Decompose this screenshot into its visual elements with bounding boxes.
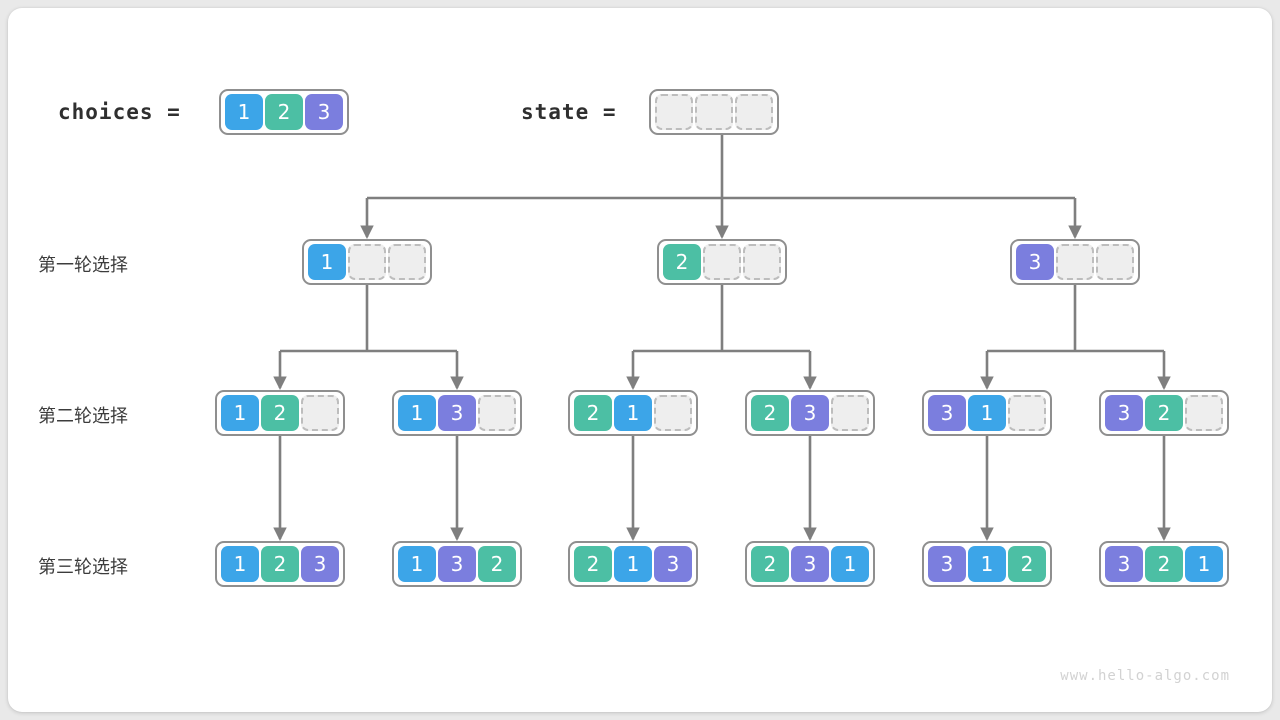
node-round-1-0-cell-1 (348, 244, 386, 280)
node-round-2-0-cell-2 (301, 395, 339, 431)
node-round-1-1: 2 (657, 239, 787, 285)
connector-layer (273, 135, 1171, 542)
node-round-2-5-cell-1: 2 (1145, 395, 1183, 431)
node-round-1-1-cell-1 (703, 244, 741, 280)
node-round-2-2-cell-0: 2 (574, 395, 612, 431)
node-round-2-5-cell-0: 3 (1105, 395, 1143, 431)
node-round-3-2-cell-0: 2 (574, 546, 612, 582)
row-label-round-2: 第二轮选择 (38, 406, 128, 427)
node-round-2-4-cell-0: 3 (928, 395, 966, 431)
node-round-2-1-cell-1: 3 (438, 395, 476, 431)
node-round-3-4-cell-1: 1 (968, 546, 1006, 582)
choices-label: choices = (58, 100, 181, 124)
state-label: state = (521, 100, 617, 124)
node-round-3-1-cell-0: 1 (398, 546, 436, 582)
node-round-1-2-cell-2 (1096, 244, 1134, 280)
node-round-2-3-cell-2 (831, 395, 869, 431)
node-round-2-0-cell-0: 1 (221, 395, 259, 431)
node-round-2-4-cell-2 (1008, 395, 1046, 431)
node-round-2-3-cell-0: 2 (751, 395, 789, 431)
state-array (649, 89, 779, 135)
node-round-3-2-cell-2: 3 (654, 546, 692, 582)
node-round-1-0-cell-0: 1 (308, 244, 346, 280)
watermark: www.hello-algo.com (1060, 668, 1230, 684)
node-round-1-2: 3 (1010, 239, 1140, 285)
node-round-2-1-cell-0: 1 (398, 395, 436, 431)
choices-cell-0: 1 (225, 94, 263, 130)
row-label-round-3: 第三轮选择 (38, 557, 128, 578)
node-round-3-1-cell-2: 2 (478, 546, 516, 582)
node-round-2-0-cell-1: 2 (261, 395, 299, 431)
node-round-3-5-cell-1: 2 (1145, 546, 1183, 582)
node-round-3-4-cell-0: 3 (928, 546, 966, 582)
node-round-3-2-cell-1: 1 (614, 546, 652, 582)
node-round-3-4-cell-2: 2 (1008, 546, 1046, 582)
node-round-3-5-cell-0: 3 (1105, 546, 1143, 582)
node-round-2-2-cell-1: 1 (614, 395, 652, 431)
node-round-1-1-cell-0: 2 (663, 244, 701, 280)
node-round-2-5-cell-2 (1185, 395, 1223, 431)
state-cell-2 (735, 94, 773, 130)
node-round-2-4-cell-1: 1 (968, 395, 1006, 431)
node-round-2-1-cell-2 (478, 395, 516, 431)
node-round-2-3-cell-1: 3 (791, 395, 829, 431)
node-round-3-3-cell-1: 3 (791, 546, 829, 582)
node-round-3-0-cell-2: 3 (301, 546, 339, 582)
state-cell-0 (655, 94, 693, 130)
row-label-round-1: 第一轮选择 (38, 255, 128, 276)
node-round-3-0-cell-1: 2 (261, 546, 299, 582)
node-round-3-0-cell-0: 1 (221, 546, 259, 582)
choices-cell-1: 2 (265, 94, 303, 130)
node-round-1-2-cell-1 (1056, 244, 1094, 280)
state-cell-1 (695, 94, 733, 130)
node-round-3-1-cell-1: 3 (438, 546, 476, 582)
choices-cell-2: 3 (305, 94, 343, 130)
node-round-3-3-cell-2: 1 (831, 546, 869, 582)
node-round-2-2-cell-2 (654, 395, 692, 431)
node-round-3-3-cell-0: 2 (751, 546, 789, 582)
node-round-1-0: 1 (302, 239, 432, 285)
node-round-3-5-cell-2: 1 (1185, 546, 1223, 582)
node-round-1-1-cell-2 (743, 244, 781, 280)
node-round-1-2-cell-0: 3 (1016, 244, 1054, 280)
node-round-1-0-cell-2 (388, 244, 426, 280)
